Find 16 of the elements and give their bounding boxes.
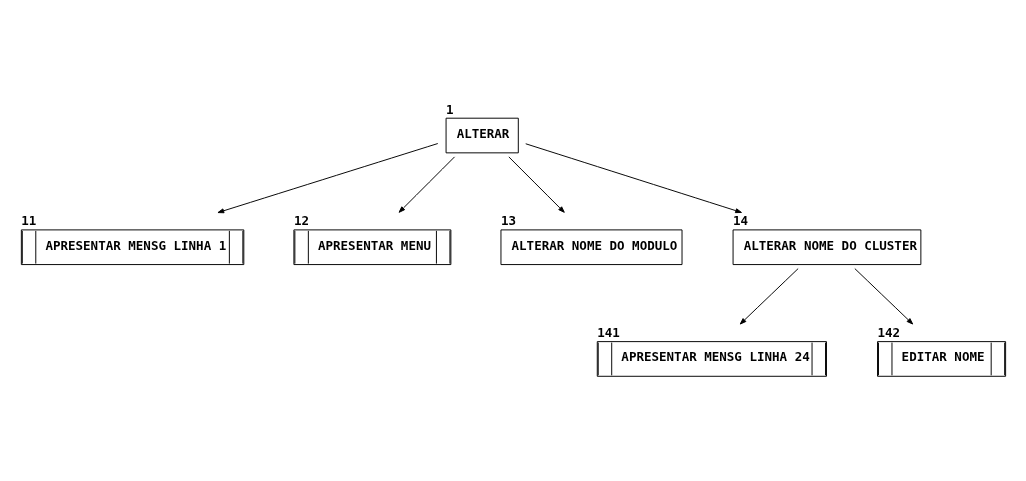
arrow <box>508 156 565 213</box>
node-label: 11 <box>21 213 37 229</box>
node-label: 141 <box>597 325 620 341</box>
node-label: 13 <box>500 213 517 229</box>
node-box: ALTERAR NOME DO MODULO <box>500 229 683 266</box>
node-box: ALTERAR <box>445 117 519 154</box>
node-label: 1 <box>446 101 454 117</box>
arrow <box>854 268 914 325</box>
arrow <box>217 143 439 214</box>
node-label: 14 <box>733 213 749 229</box>
arrow <box>525 143 742 214</box>
arrow <box>398 156 456 213</box>
node-label: 142 <box>877 325 901 341</box>
arrow <box>739 268 799 325</box>
node-label: 12 <box>293 213 309 229</box>
node-box: ALTERAR NOME DO CLUSTER <box>732 229 922 266</box>
